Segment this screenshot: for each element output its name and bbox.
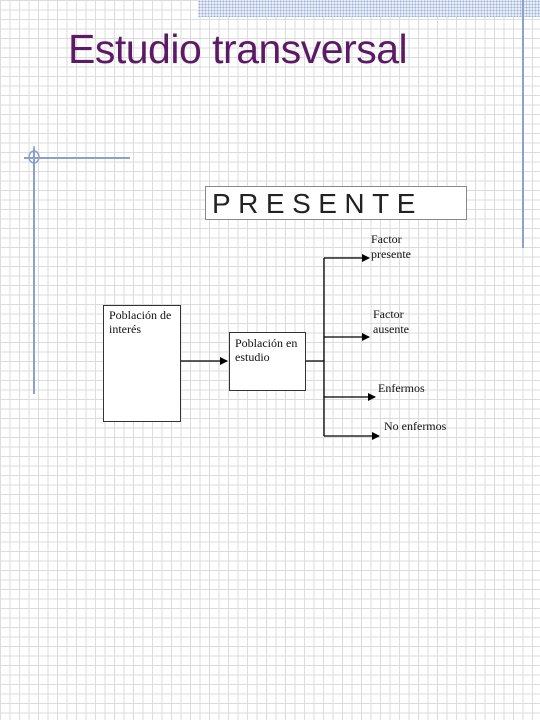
- ornament-icon: [28, 146, 40, 166]
- decorative-rule-right: [522, 0, 524, 248]
- poblacion-estudio-label: Población en estudio: [235, 336, 298, 364]
- corner-pattern: [198, 0, 540, 17]
- factor-ausente-label: Factor ausente: [373, 307, 409, 336]
- enfermos-label: Enfermos: [378, 381, 425, 395]
- poblacion-interes-label: Población de interés: [109, 308, 172, 336]
- no-enfermos-label: No enfermos: [384, 419, 447, 433]
- presente-header-box: PRESENTE: [205, 186, 467, 220]
- slide-title: Estudio transversal: [68, 26, 408, 72]
- poblacion-interes-box: Población de interés: [103, 305, 181, 422]
- poblacion-estudio-box: Población en estudio: [229, 332, 306, 391]
- factor-presente-label: Factor presente: [371, 232, 411, 261]
- presente-label: PRESENTE: [212, 188, 423, 219]
- decorative-rule-horizontal: [24, 157, 130, 159]
- decorative-rule-left: [33, 148, 35, 394]
